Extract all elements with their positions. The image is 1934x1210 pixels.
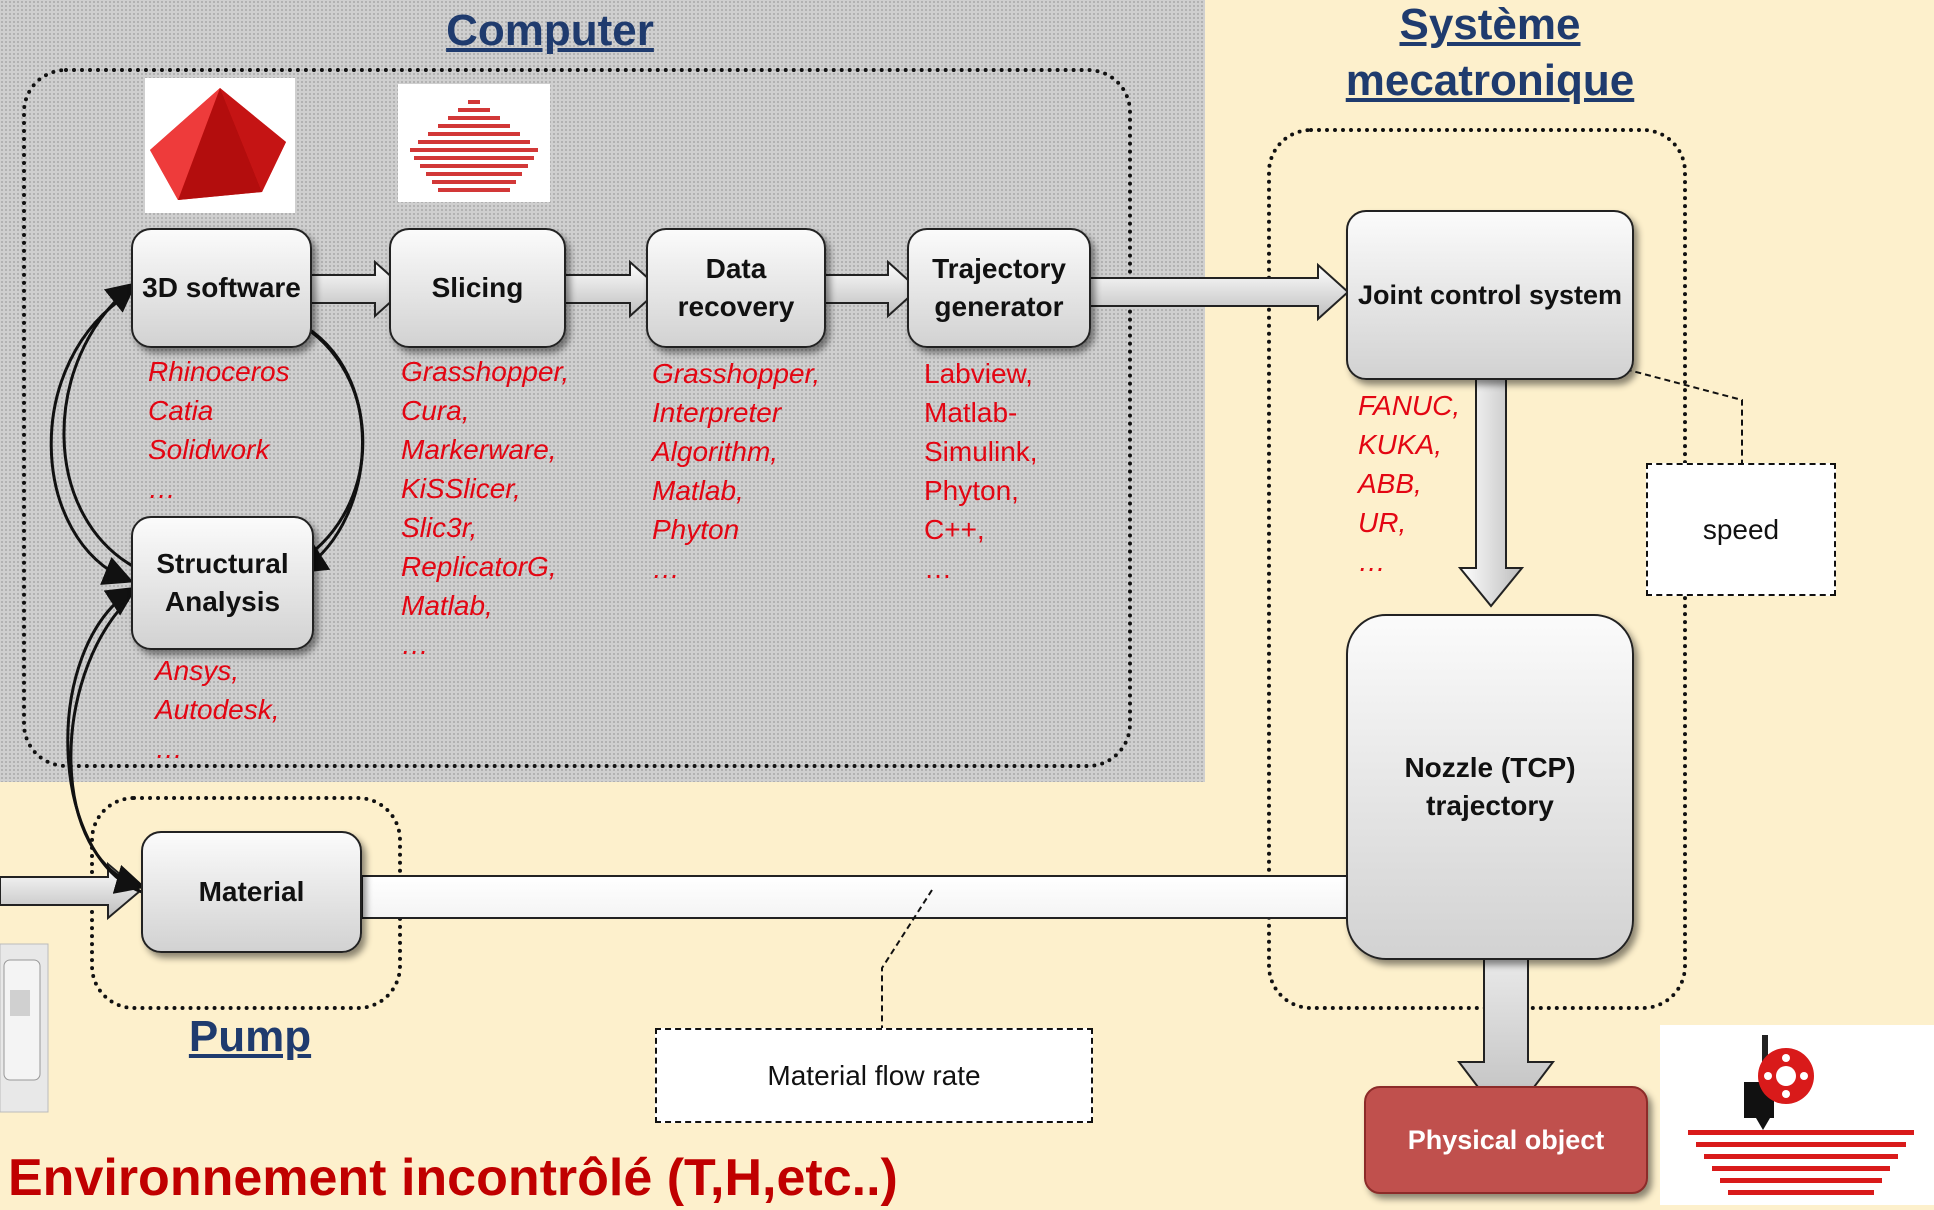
physical-object-box: Physical object (1364, 1086, 1648, 1194)
data-recovery-box: Data recovery (646, 228, 826, 348)
material-flow-rate-callout: Material flow rate (655, 1028, 1093, 1123)
environment-caption: Environnement incontrôlé (T,H,etc..) (8, 1149, 898, 1207)
3d-software-box: 3D software (131, 228, 312, 348)
gem-icon (145, 78, 295, 213)
trajectory-generator-box: Trajectory generator (907, 228, 1091, 348)
data-recovery-tools: Grasshopper, Interpreter Algorithm, Matl… (652, 358, 821, 584)
trajectory-generator-tools: Labview, Matlab- Simulink, Phyton, C++, … (924, 358, 1038, 584)
sliced-layers-icon (398, 84, 550, 202)
curve-structural-to-material (69, 598, 146, 894)
flow-rate-callout-leader (881, 889, 933, 1028)
systeme-title-line1: Système (1399, 0, 1581, 49)
curve-structural-to-3d-right (287, 316, 365, 562)
arrow-trajectory-to-joint (1089, 262, 1350, 322)
slicing-box: Slicing (389, 228, 566, 348)
joint-control-box: Joint control system (1346, 210, 1634, 380)
arrow-into-material (0, 861, 142, 921)
arrow-slicing-to-data (564, 259, 662, 319)
structural-analysis-box: Structural Analysis (131, 516, 314, 650)
pump-title: Pump (188, 1012, 312, 1061)
printer-nozzle-icon (1660, 1025, 1934, 1205)
structural-analysis-tools: Ansys, Autodesk, … (155, 655, 280, 764)
slicing-tools: Grasshopper, Cura, Markerware, KiSSlicer… (401, 356, 570, 660)
arrow-data-to-trajectory (824, 259, 920, 319)
pump-photo-icon (0, 943, 49, 1113)
nozzle-trajectory-box: Nozzle (TCP) trajectory (1346, 614, 1634, 960)
curve-3d-to-structural-left (49, 290, 134, 585)
joint-control-tools: FANUC, KUKA, ABB, UR, … (1358, 390, 1461, 577)
3d-software-tools: Rhinoceros Catia Solidwork … (148, 356, 290, 504)
systeme-title-line2: mecatronique (1345, 56, 1635, 105)
arrow-joint-to-nozzle (1457, 377, 1525, 608)
computer-title: Computer (446, 6, 654, 55)
curve-structural-to-3d-left (62, 282, 141, 572)
computer-group-outline (22, 68, 1132, 768)
speed-callout: speed (1646, 463, 1836, 596)
material-box: Material (141, 831, 362, 953)
